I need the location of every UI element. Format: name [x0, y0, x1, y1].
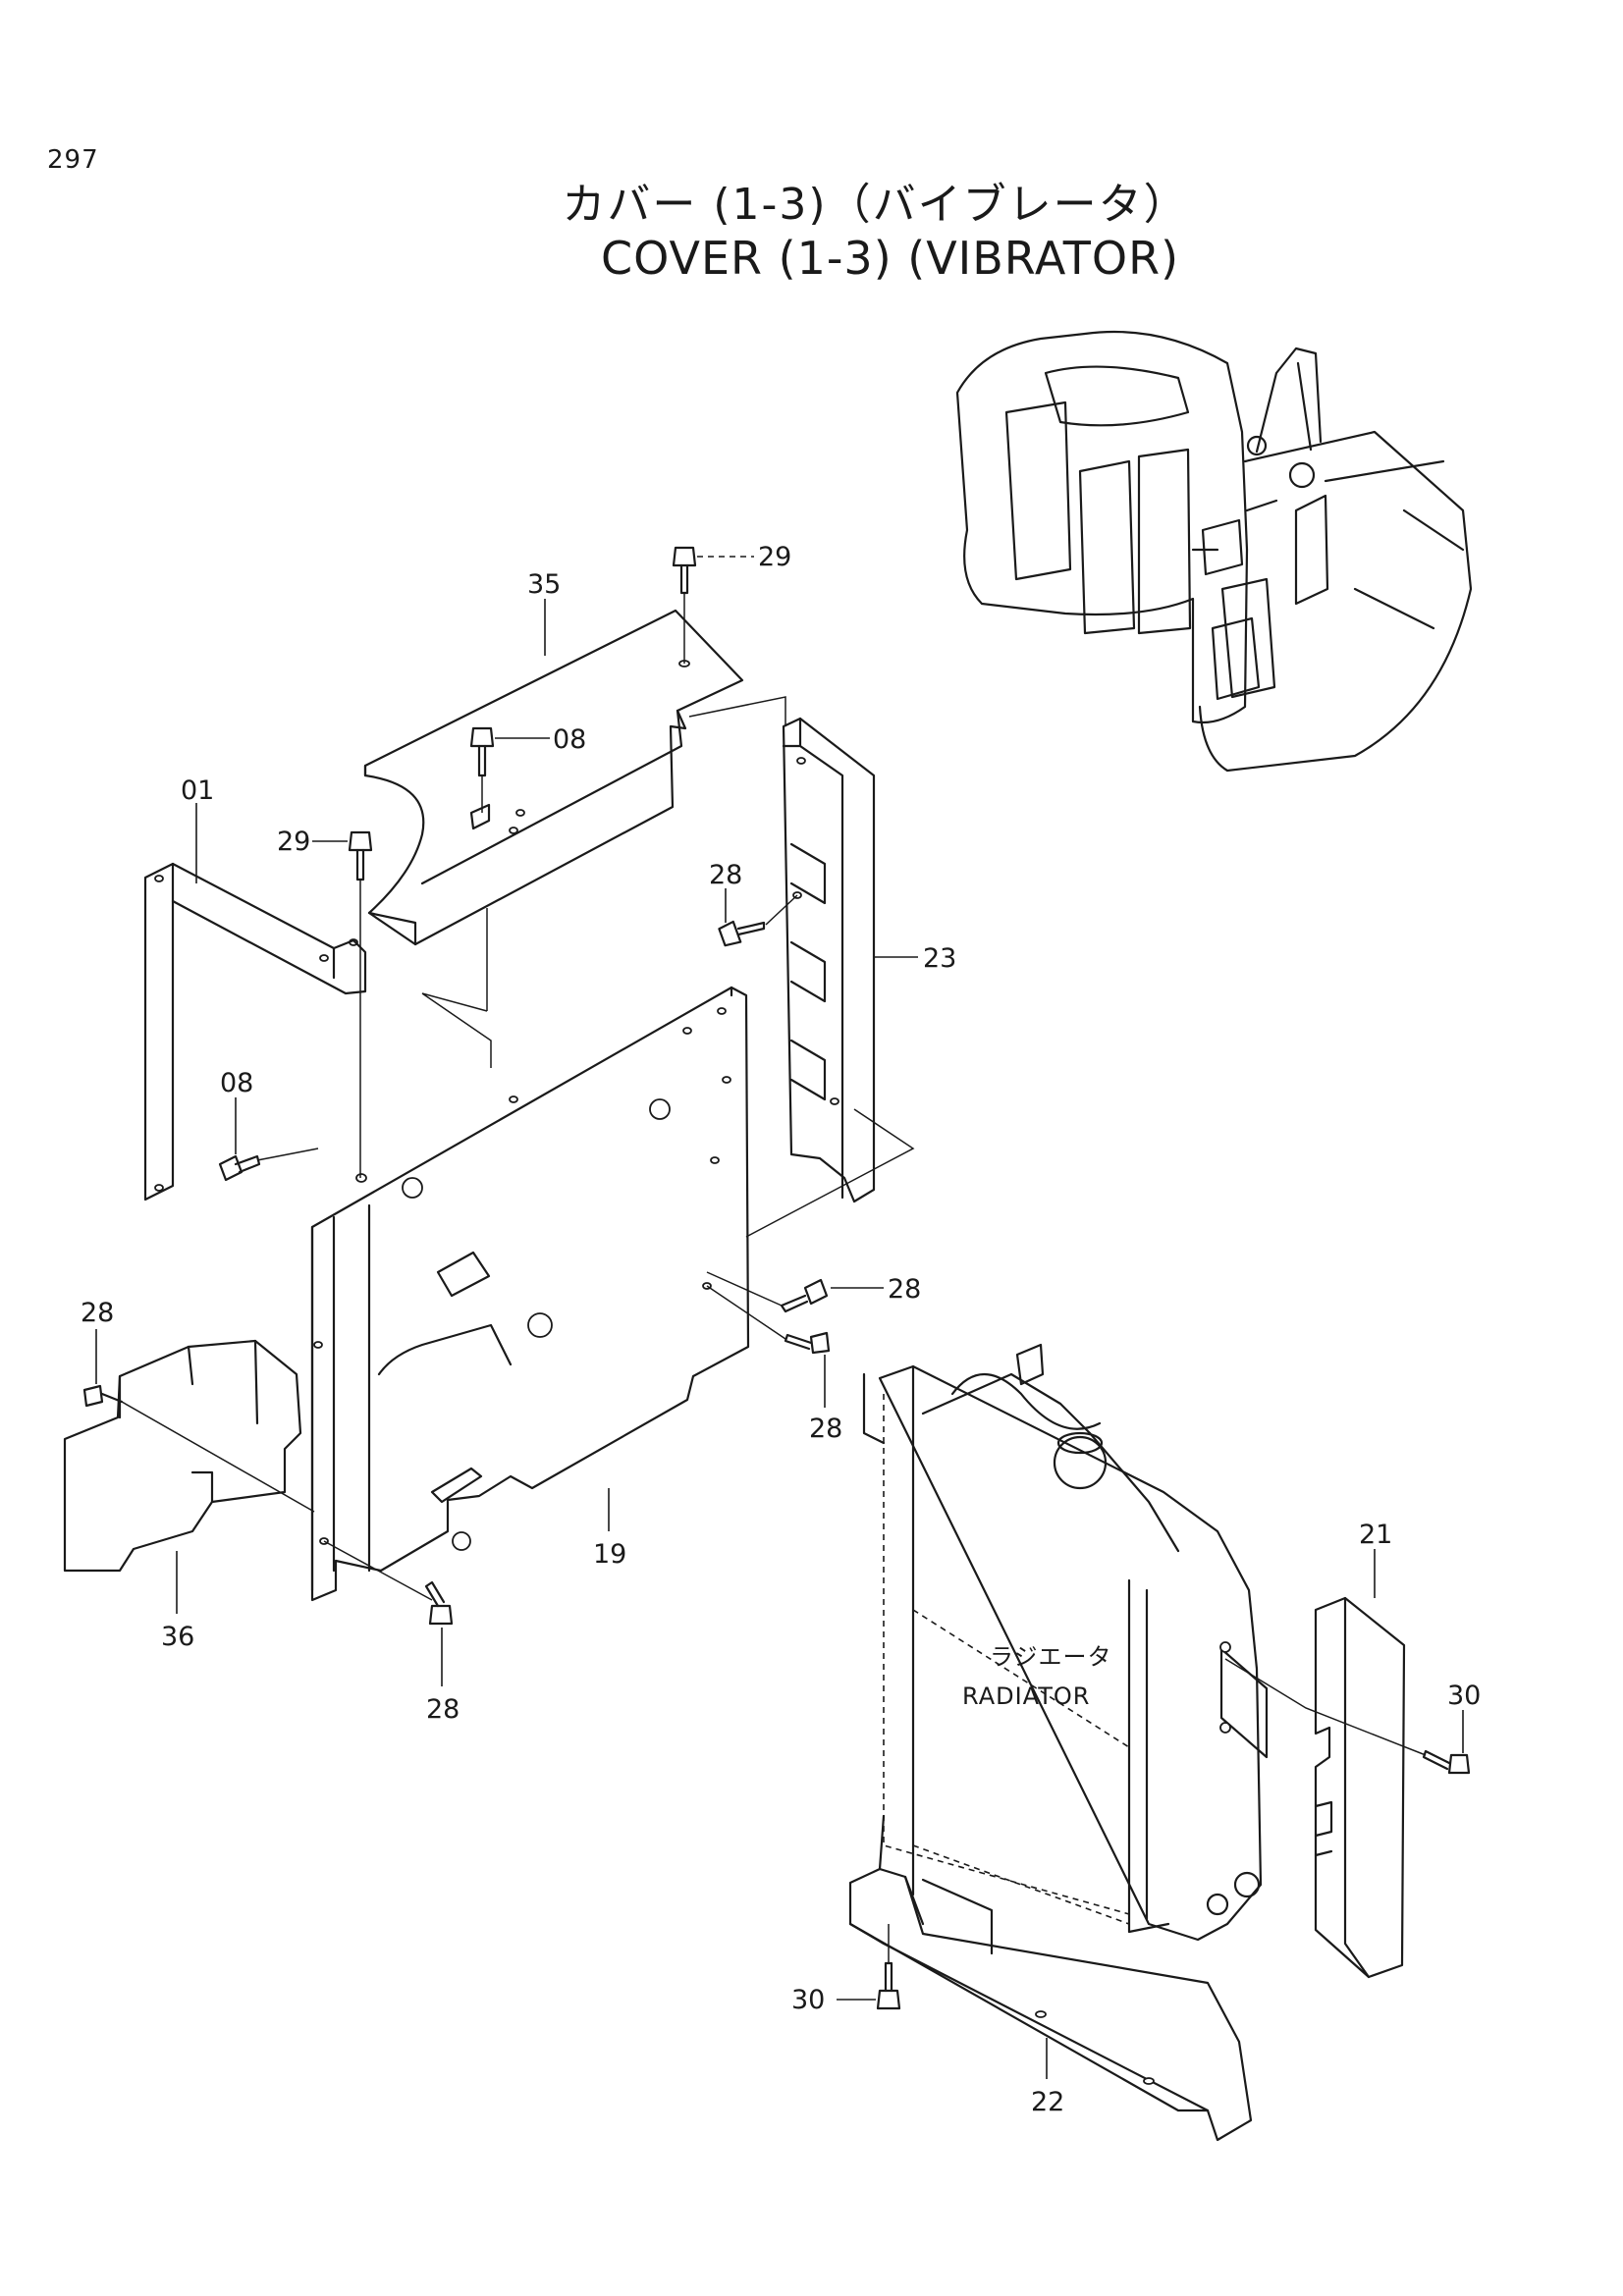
part-23-side-rail [782, 717, 876, 1203]
part-22-bottom-bracket [848, 1814, 1253, 2142]
callout-01: 01 [181, 775, 214, 806]
bolt-08-left [218, 1154, 261, 1182]
callout-28-below: 28 [809, 1414, 842, 1444]
radiator-label-en: RADIATOR [962, 1682, 1090, 1710]
part-35-top-cover [349, 609, 744, 946]
callout-28-right: 28 [888, 1274, 921, 1305]
callout-30-right: 30 [1447, 1681, 1481, 1711]
callouts: 29 35 08 01 29 28 23 08 28 28 28 19 36 2… [81, 542, 1481, 2117]
bolt-29-top [672, 546, 697, 595]
assembly-lines [121, 593, 1427, 1963]
bolt-30-right [1422, 1749, 1471, 1775]
callout-35: 35 [527, 569, 561, 600]
callout-30-bottom: 30 [791, 1985, 825, 2015]
machine-overview [955, 330, 1473, 773]
callout-08-top: 08 [553, 724, 586, 755]
callout-21: 21 [1359, 1520, 1392, 1550]
callout-36: 36 [161, 1622, 194, 1652]
callout-22: 22 [1031, 2087, 1064, 2117]
leader-lines [95, 556, 1464, 2079]
callout-19: 19 [593, 1539, 626, 1570]
callout-08-left: 08 [220, 1068, 253, 1098]
callout-29-left: 29 [277, 827, 310, 857]
callout-28-bottom: 28 [426, 1694, 460, 1725]
callout-23: 23 [923, 943, 956, 974]
callout-28-farleft: 28 [81, 1298, 114, 1328]
bolt-28-farleft [82, 1384, 124, 1408]
bolt-28-mid [718, 920, 766, 947]
callout-28-mid: 28 [709, 860, 742, 890]
bolt-28-below [784, 1331, 831, 1355]
part-36-lower-bracket [63, 1339, 302, 1573]
title-japanese: カバー (1-3)（バイブレータ） [562, 180, 1189, 230]
part-01-frame-bracket [143, 862, 367, 1201]
radiator-label-jp: ラジエータ [990, 1643, 1112, 1671]
part-19-panel [310, 986, 750, 1602]
bolt-28-bottom [424, 1580, 454, 1626]
callout-29-top: 29 [758, 542, 791, 572]
title-english: COVER (1-3) (VIBRATOR) [600, 232, 1180, 285]
page-number: 297 [47, 145, 99, 175]
bolt-29-left [348, 830, 373, 881]
part-21-right-panel [1314, 1596, 1406, 1979]
bolt-28-right [780, 1278, 829, 1313]
bolt-08-top [469, 726, 495, 777]
radiator-assembly [862, 1343, 1269, 1942]
bolt-30-bottom [876, 1961, 901, 2010]
